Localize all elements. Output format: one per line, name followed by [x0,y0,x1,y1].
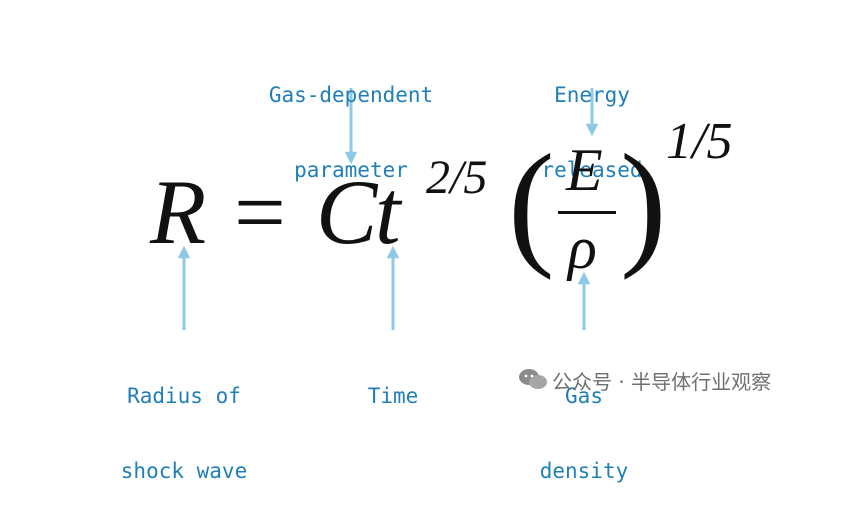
eq-exponent-outer: 1/5 [666,113,733,170]
eq-left-paren: ( [508,126,555,281]
label-radius-line1: Radius of [127,384,241,408]
label-time-line1: Time [367,384,419,408]
arrows-layer [177,88,599,330]
label-time: Time [343,334,443,434]
label-density-line2: density [539,459,629,483]
eq-right-paren: ) [620,126,667,281]
wechat-icon [519,369,547,389]
label-radius-of-shock-wave: Radius of shock wave [94,334,274,509]
label-gas-param-line1: Gas-dependent [268,83,434,107]
eq-radius-symbol: R [150,161,207,263]
label-gas-param-line2: parameter [294,158,408,182]
label-energy-line2: released [541,158,643,182]
label-energy-line1: Energy [554,83,630,107]
eq-constant-symbol: C [316,161,378,263]
eq-fraction-bar [558,211,616,214]
label-energy-released: Energy released [512,33,672,208]
eq-time-symbol: t [375,161,401,263]
eq-energy-symbol: E [566,137,603,203]
watermark-text: 公众号 · 半导体行业观察 [552,370,772,394]
eq-density-symbol: ρ [568,215,597,281]
label-gas-dependent-parameter: Gas-dependent parameter [236,33,466,208]
eq-equals-sign: = [234,161,286,263]
eq-exponent-time: 2/5 [426,151,488,204]
label-density-line1: Gas [565,384,603,408]
label-gas-density: Gas density [524,334,644,509]
label-radius-line2: shock wave [120,459,248,483]
